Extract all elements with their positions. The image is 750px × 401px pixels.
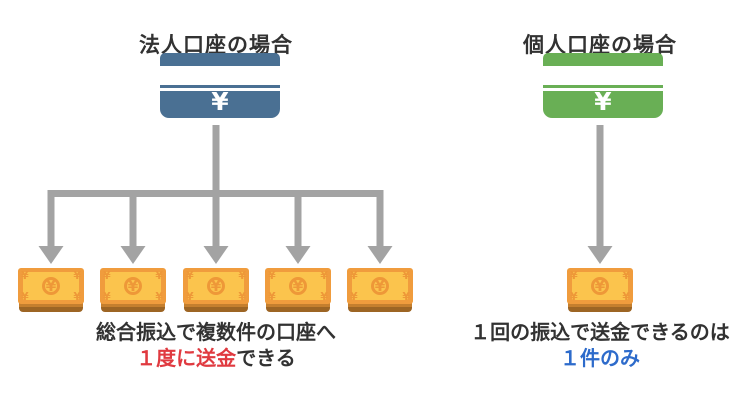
bill-shadow xyxy=(266,301,330,312)
yen-mark-icon: ¥ xyxy=(320,290,328,303)
yen-mark-icon: ¥ xyxy=(186,290,194,303)
personal-caption: １回の振込で送金できるのは １件のみ xyxy=(450,319,750,371)
bill-face: ¥ ¥ ¥ ¥ ¥ xyxy=(265,268,331,304)
yen-symbol: ¥ xyxy=(374,276,386,295)
bill-face: ¥ ¥ ¥ ¥ ¥ xyxy=(18,268,84,304)
bill-center-circle: ¥ xyxy=(289,277,307,295)
money-bill: ¥ ¥ ¥ ¥ ¥ xyxy=(183,268,249,312)
yen-mark-icon: ¥ xyxy=(622,290,630,303)
yen-mark-icon: ¥ xyxy=(238,290,246,303)
arrow-stem xyxy=(294,190,302,247)
yen-mark-icon: ¥ xyxy=(350,269,358,282)
arrowhead xyxy=(203,246,229,264)
arrow-crossbar xyxy=(47,190,384,197)
yen-symbol: ¥ xyxy=(210,276,222,295)
bill-face: ¥ ¥ ¥ ¥ ¥ xyxy=(100,268,166,304)
yen-symbol: ¥ xyxy=(211,87,229,116)
arrowhead xyxy=(38,246,64,264)
corporate-caption-emphasis: １度に送金 xyxy=(136,346,237,370)
money-bill: ¥ ¥ ¥ ¥ ¥ xyxy=(18,268,84,312)
card-stripe xyxy=(160,66,280,85)
arrowhead xyxy=(120,246,146,264)
personal-bank-card-icon: ¥ xyxy=(543,53,663,118)
personal-caption-line1: １回の振込で送金できるのは xyxy=(470,320,730,344)
personal-caption-line2: １件のみ xyxy=(450,345,750,371)
arrow-stem xyxy=(212,190,220,247)
card-thin-line xyxy=(543,88,663,91)
corporate-caption-rest: できる xyxy=(236,346,296,370)
money-bill: ¥ ¥ ¥ ¥ ¥ xyxy=(347,268,413,312)
bill-center-circle: ¥ xyxy=(207,277,225,295)
bill-center-circle: ¥ xyxy=(371,277,389,295)
arrowhead xyxy=(587,246,613,264)
yen-mark-icon: ¥ xyxy=(268,269,276,282)
yen-mark-icon: ¥ xyxy=(103,290,111,303)
corporate-bank-card-icon: ¥ xyxy=(160,53,280,118)
arrowhead xyxy=(367,246,393,264)
yen-mark-icon: ¥ xyxy=(186,269,194,282)
yen-mark-icon: ¥ xyxy=(570,269,578,282)
arrow-stem xyxy=(129,190,137,247)
arrow-stem xyxy=(47,190,55,247)
bill-shadow xyxy=(19,301,83,312)
bill-face: ¥ ¥ ¥ ¥ ¥ xyxy=(183,268,249,304)
yen-mark-icon: ¥ xyxy=(268,290,276,303)
yen-mark-icon: ¥ xyxy=(73,269,81,282)
money-bill: ¥ ¥ ¥ ¥ ¥ xyxy=(265,268,331,312)
fan-out-arrows xyxy=(38,125,393,264)
yen-mark-icon: ¥ xyxy=(570,290,578,303)
arrow-stem xyxy=(596,125,604,246)
yen-mark-icon: ¥ xyxy=(238,269,246,282)
bill-center-circle: ¥ xyxy=(42,277,60,295)
yen-mark-icon: ¥ xyxy=(402,269,410,282)
bill-shadow xyxy=(184,301,248,312)
bill-center-circle: ¥ xyxy=(124,277,142,295)
yen-symbol: ¥ xyxy=(292,276,304,295)
yen-mark-icon: ¥ xyxy=(21,269,29,282)
card-thin-line xyxy=(160,88,280,91)
yen-mark-icon: ¥ xyxy=(103,269,111,282)
money-bill: ¥ ¥ ¥ ¥ ¥ xyxy=(567,268,633,312)
yen-symbol: ¥ xyxy=(127,276,139,295)
arrow-stem xyxy=(212,125,220,193)
corporate-caption-line1: 総合振込で複数件の口座へ xyxy=(96,320,336,344)
bill-face: ¥ ¥ ¥ ¥ ¥ xyxy=(567,268,633,304)
corporate-caption-line2: １度に送金できる xyxy=(16,345,416,371)
yen-symbol: ¥ xyxy=(594,87,612,116)
bill-shadow xyxy=(101,301,165,312)
yen-mark-icon: ¥ xyxy=(320,269,328,282)
yen-symbol: ¥ xyxy=(594,276,606,295)
arrowhead xyxy=(285,246,311,264)
personal-caption-emphasis: １件のみ xyxy=(560,346,640,370)
yen-mark-icon: ¥ xyxy=(73,290,81,303)
bill-center-circle: ¥ xyxy=(591,277,609,295)
yen-mark-icon: ¥ xyxy=(21,290,29,303)
yen-mark-icon: ¥ xyxy=(350,290,358,303)
card-stripe xyxy=(543,66,663,85)
single-arrow xyxy=(587,125,613,264)
bill-shadow xyxy=(348,301,412,312)
bill-shadow xyxy=(568,301,632,312)
yen-mark-icon: ¥ xyxy=(155,269,163,282)
yen-mark-icon: ¥ xyxy=(155,290,163,303)
bill-face: ¥ ¥ ¥ ¥ ¥ xyxy=(347,268,413,304)
arrow-stem xyxy=(376,190,384,247)
money-bill: ¥ ¥ ¥ ¥ ¥ xyxy=(100,268,166,312)
yen-mark-icon: ¥ xyxy=(402,290,410,303)
yen-symbol: ¥ xyxy=(45,276,57,295)
corporate-caption: 総合振込で複数件の口座へ １度に送金できる xyxy=(16,319,416,371)
yen-mark-icon: ¥ xyxy=(622,269,630,282)
